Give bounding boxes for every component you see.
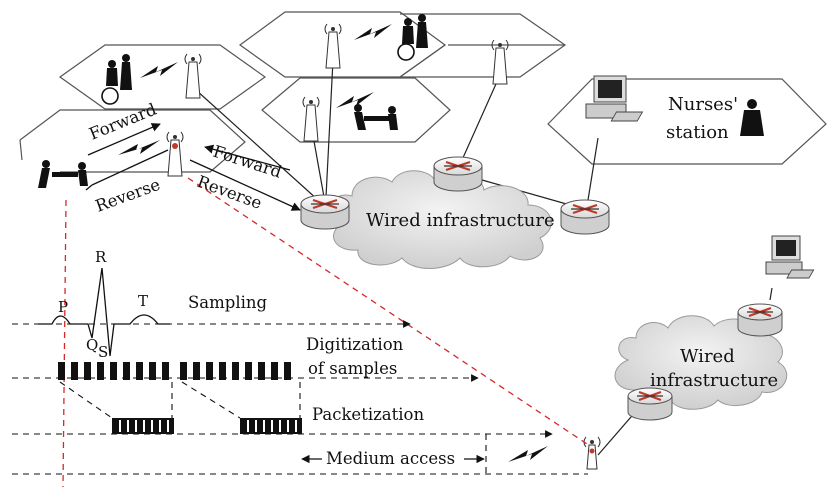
packetization-label: Packetization	[312, 405, 424, 424]
reverse-label: Reverse	[93, 175, 163, 216]
nurse-icon	[740, 99, 764, 136]
router-icon	[300, 194, 350, 230]
ecg-s-label: S	[98, 343, 108, 361]
wireless-signal-icons	[118, 24, 548, 462]
digitization-label: of samples	[308, 359, 397, 378]
ecg-waveform	[38, 267, 170, 357]
wired-infrastructure-label: infrastructure	[650, 370, 778, 391]
nurses-station-label: Nurses'	[668, 94, 738, 115]
router-icon	[737, 303, 783, 337]
wired-infrastructure-label: Wired infrastructure	[366, 210, 555, 231]
computer-icon	[765, 235, 815, 279]
cellular-grid	[19, 11, 827, 173]
nurses-station-label: station	[666, 122, 729, 143]
router-icon	[560, 199, 610, 235]
digitization-label: Digitization	[306, 335, 404, 354]
wired-infrastructure-label: Wired	[680, 346, 735, 367]
antenna-icon	[324, 23, 342, 69]
patient-wheelchair-icon	[101, 54, 132, 105]
sampling-label: Sampling	[188, 293, 268, 312]
medium-access-label: Medium access	[326, 449, 455, 468]
packet-dividers	[119, 420, 297, 432]
stretcher-icon	[354, 104, 398, 130]
ecg-t-label: T	[138, 292, 148, 310]
wired-infrastructure-cloud-main	[328, 170, 552, 269]
antenna-icon	[583, 436, 601, 470]
computer-icon	[585, 75, 644, 122]
router-icon	[627, 387, 673, 421]
antenna-icon	[184, 53, 202, 99]
cell-left	[19, 109, 246, 173]
link-arrows	[85, 123, 301, 211]
ecg-p-label: P	[58, 298, 68, 316]
antenna-icon	[302, 96, 320, 142]
forward-label: Forward	[211, 142, 285, 182]
router-icon	[433, 156, 483, 192]
digitized-samples	[58, 362, 291, 380]
guide-lines	[62, 177, 591, 487]
ecg-q-label: Q	[86, 336, 98, 354]
cell-top-left	[58, 44, 267, 110]
stretcher-icon	[38, 160, 88, 188]
ecg-r-label: R	[95, 248, 107, 266]
antenna-icon	[491, 39, 509, 85]
packetized-samples	[112, 418, 302, 434]
cell-top-right	[398, 13, 567, 78]
antenna-icon	[166, 131, 184, 177]
patient-wheelchair-icon	[397, 14, 428, 61]
